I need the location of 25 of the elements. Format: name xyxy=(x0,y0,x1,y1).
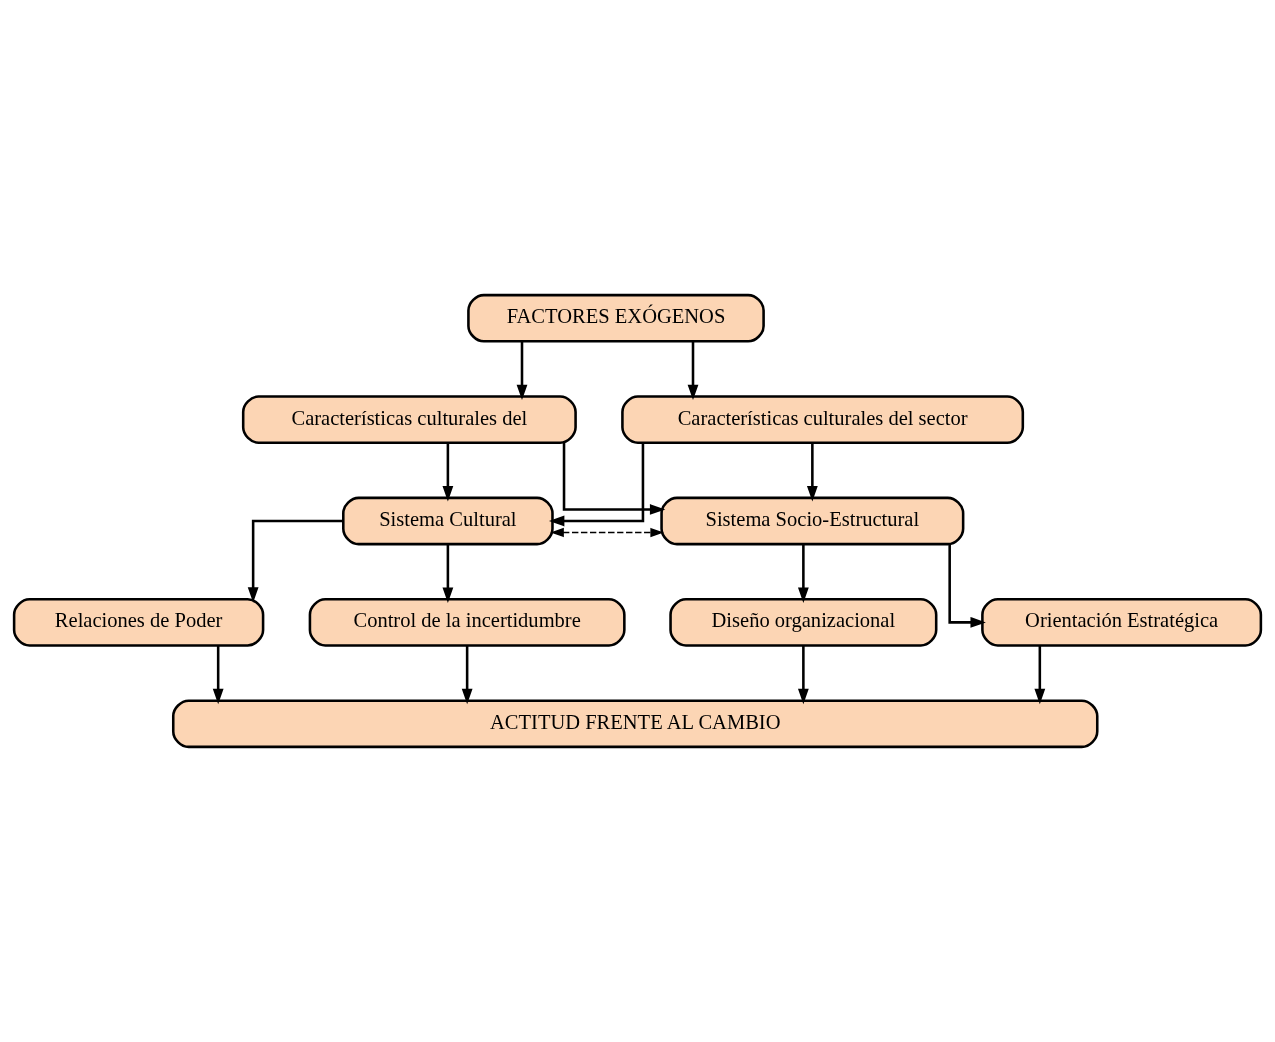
arrow xyxy=(687,341,699,401)
node-box: Relaciones de Poder xyxy=(12,598,265,647)
arrow xyxy=(212,645,224,705)
arrow xyxy=(247,519,344,603)
arrow xyxy=(948,544,986,628)
arrow xyxy=(806,443,818,502)
arrow xyxy=(562,442,666,515)
node-box: FACTORES EXÓGENOS xyxy=(467,293,765,343)
arrow xyxy=(797,544,809,603)
arrow xyxy=(442,443,454,502)
node-box: Características culturales del sector xyxy=(621,395,1025,444)
node-box: Sistema Cultural xyxy=(342,496,554,546)
node-box: Control de la incertidumbre xyxy=(308,598,626,647)
arrow xyxy=(550,527,664,538)
node-box: ACTITUD FRENTE AL CAMBIO xyxy=(171,699,1099,749)
node-box: Diseño organizacional xyxy=(669,598,938,647)
arrow xyxy=(1034,645,1046,705)
arrow xyxy=(442,544,454,603)
arrow xyxy=(461,645,473,705)
arrow xyxy=(548,443,645,527)
node-box: Características culturales del xyxy=(241,395,577,444)
arrow xyxy=(516,341,528,401)
node-box: Orientación Estratégica xyxy=(981,598,1263,647)
arrow xyxy=(797,645,809,705)
node-box: Sistema Socio-Estructural xyxy=(660,496,965,546)
